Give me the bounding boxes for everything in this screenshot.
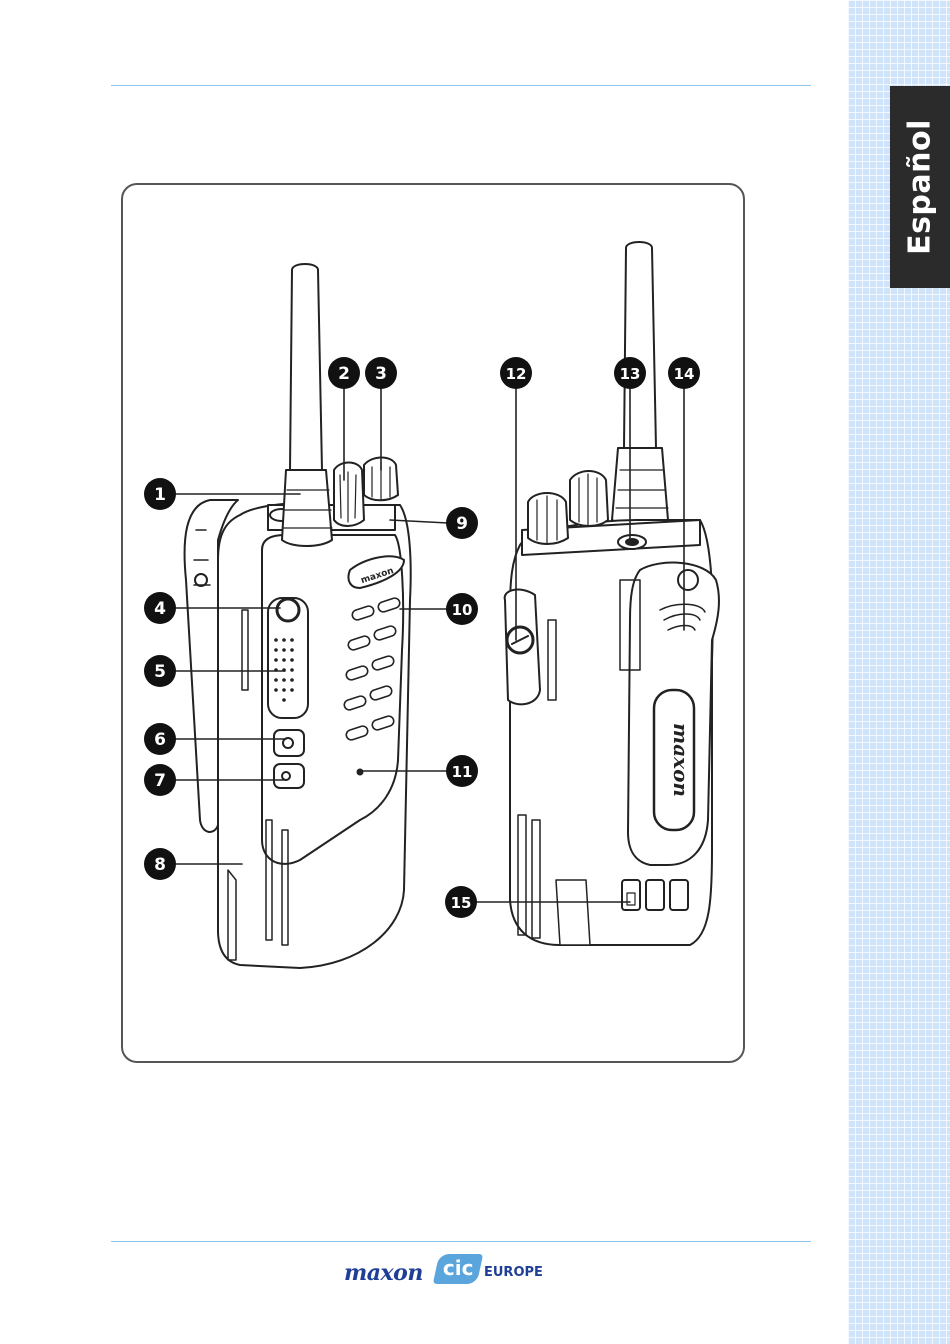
callout-10: 10	[446, 593, 478, 625]
svg-text:12: 12	[506, 365, 527, 383]
callout-8: 8	[144, 848, 176, 880]
logo-region: EUROPE	[484, 1265, 543, 1280]
svg-text:11: 11	[452, 763, 473, 781]
svg-text:6: 6	[154, 730, 166, 750]
callout-13: 13	[614, 357, 646, 389]
svg-text:8: 8	[154, 855, 166, 875]
callout-14: 14	[668, 357, 700, 389]
svg-text:1: 1	[154, 485, 166, 505]
svg-text:15: 15	[451, 894, 472, 912]
back-brand-text: maxon	[669, 723, 693, 797]
svg-text:10: 10	[452, 601, 473, 619]
callout-9: 9	[446, 507, 478, 539]
callout-11: 11	[446, 755, 478, 787]
svg-text:3: 3	[375, 364, 387, 384]
callout-7: 7	[144, 764, 176, 796]
callout-2: 2	[328, 357, 360, 389]
svg-text:5: 5	[154, 662, 166, 682]
svg-text:4: 4	[154, 599, 166, 619]
svg-text:14: 14	[674, 365, 695, 383]
callout-3: 3	[365, 357, 397, 389]
callout-6: 6	[144, 723, 176, 755]
logo-badge: cic	[433, 1254, 483, 1284]
maxon-cic-europe-logo: maxon cic EUROPE	[344, 1250, 554, 1290]
callout-1: 1	[144, 478, 176, 510]
logo-word: maxon	[344, 1260, 423, 1286]
svg-text:13: 13	[620, 365, 641, 383]
svg-text:7: 7	[154, 771, 166, 791]
callout-4: 4	[144, 592, 176, 624]
logo-badge-text: cic	[436, 1256, 480, 1280]
svg-text:9: 9	[456, 514, 468, 534]
callout-15: 15	[445, 886, 477, 918]
svg-text:2: 2	[338, 364, 350, 384]
footer-rule	[111, 1241, 811, 1242]
callout-12: 12	[500, 357, 532, 389]
callout-5: 5	[144, 655, 176, 687]
